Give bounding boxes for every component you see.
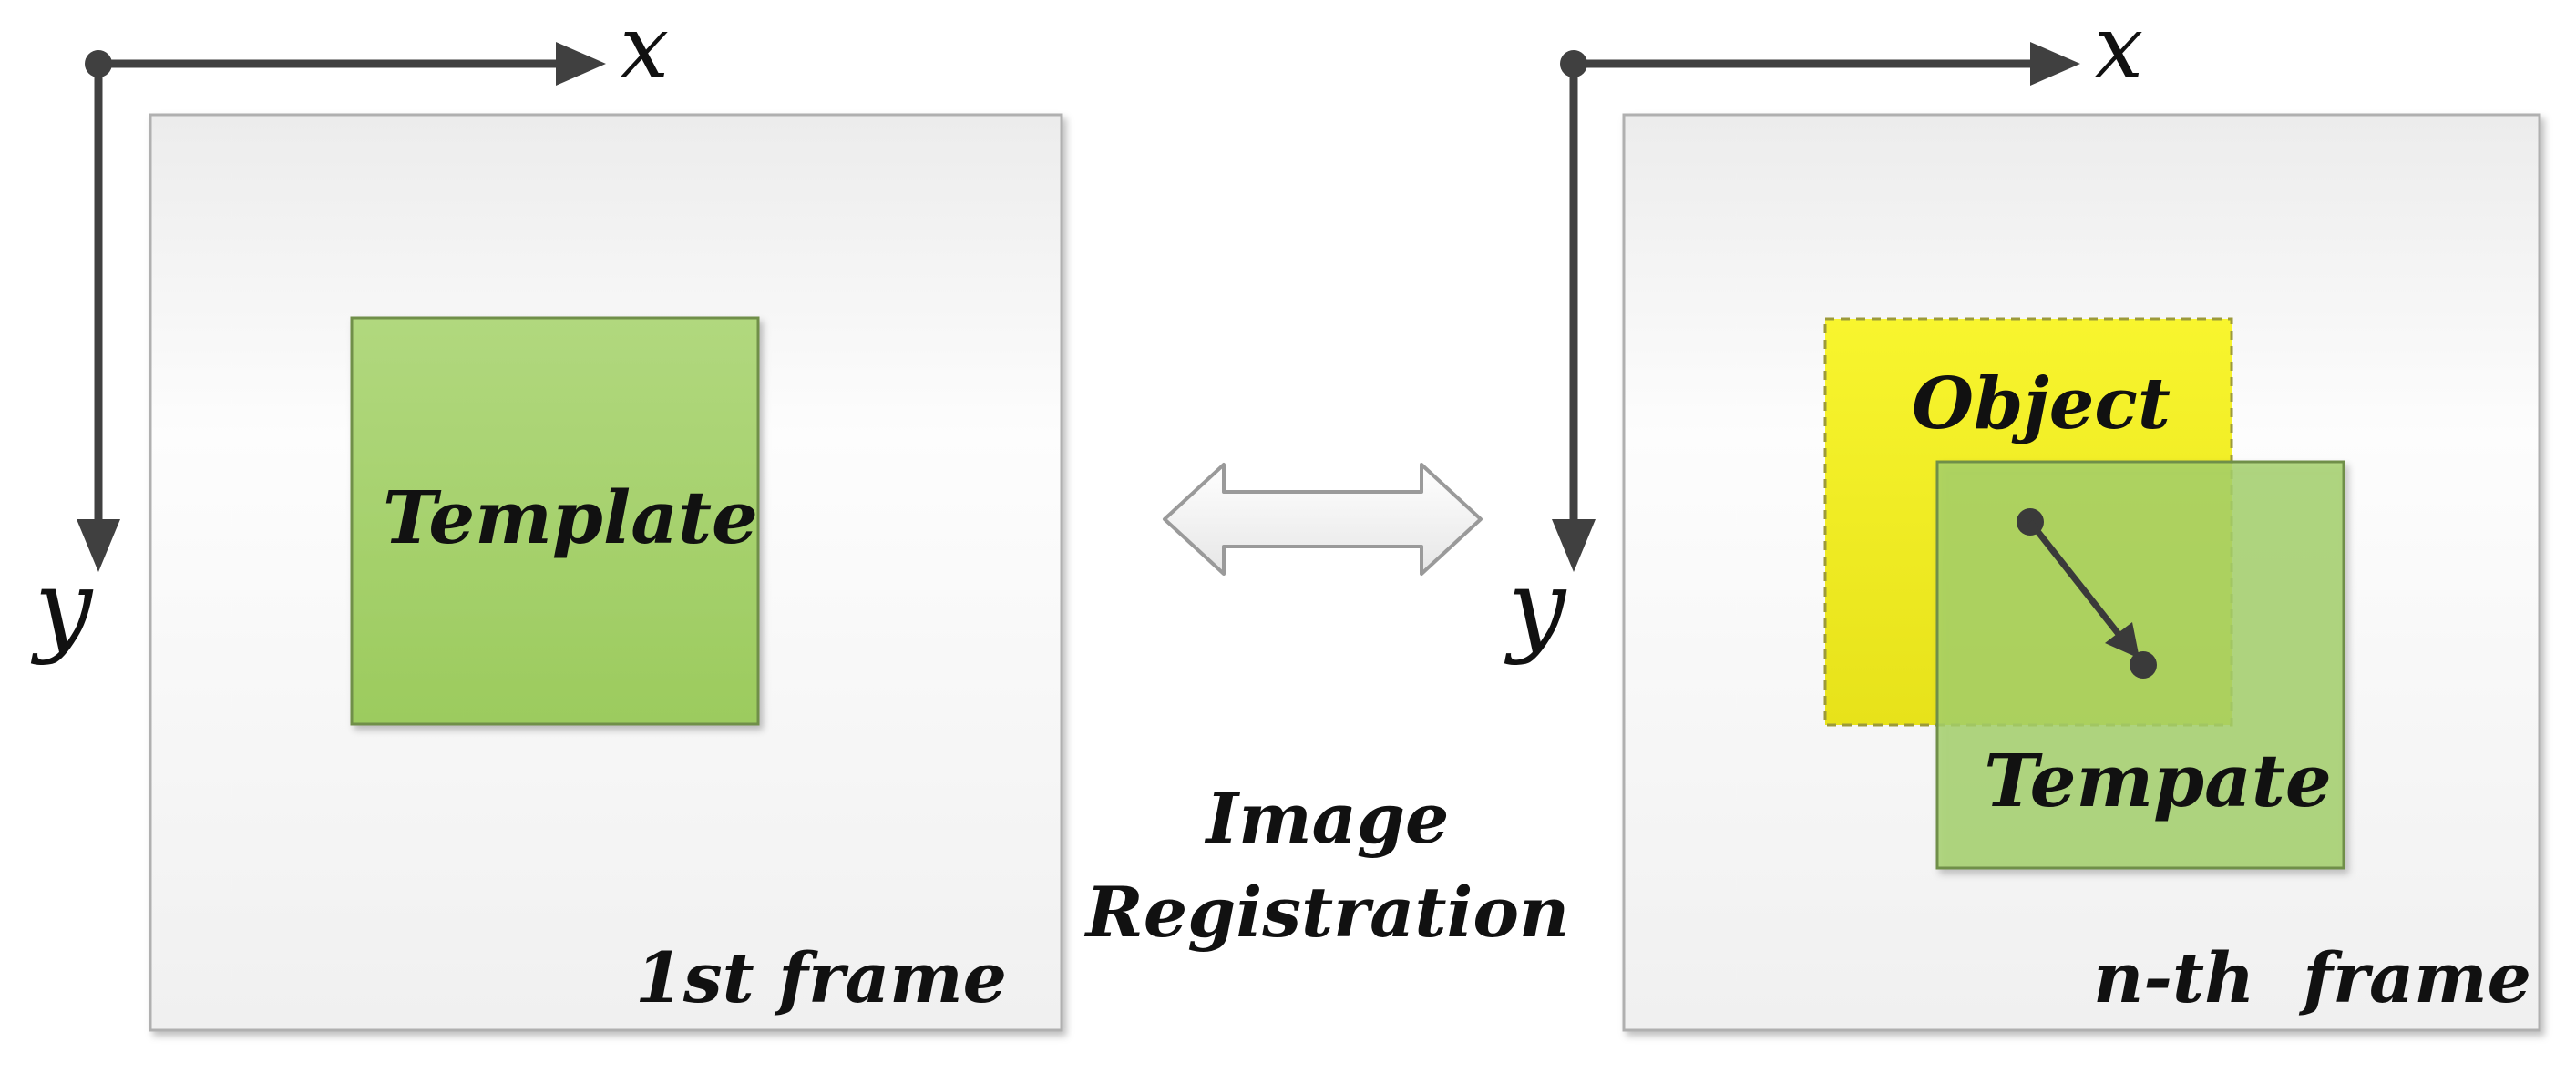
right-axes (1552, 42, 2080, 572)
nth-frame-label: n-th frame (2093, 937, 2531, 1018)
left-x-axis-label: x (620, 0, 669, 98)
right-origin-dot (1560, 50, 1587, 77)
right-y-axis-arrowhead (1552, 519, 1596, 572)
image-label: Image (1205, 778, 1450, 859)
displacement-vector (2017, 508, 2157, 679)
template-label: Template (383, 475, 758, 560)
left-axes (77, 42, 606, 572)
object-label: Object (1912, 363, 2171, 445)
left-y-axis-label: y (30, 548, 94, 667)
displacement-line (2027, 519, 2124, 640)
registration-label: Registration (1084, 872, 1570, 953)
double-arrow-icon (1163, 463, 1483, 576)
template-box (350, 316, 760, 726)
left-x-axis-arrowhead (556, 42, 606, 86)
right-y-axis-label: y (1504, 548, 1567, 667)
shifted-template-label: Tempate (1984, 738, 2332, 823)
displacement-end-dot (2130, 651, 2157, 679)
displacement-arrowhead (2105, 622, 2140, 659)
first-frame-label: 1st frame (635, 937, 1007, 1018)
right-x-axis-label: x (2094, 0, 2143, 98)
left-y-axis-arrowhead (77, 519, 120, 572)
right-x-axis-arrowhead (2030, 42, 2080, 86)
left-origin-dot (85, 50, 112, 77)
